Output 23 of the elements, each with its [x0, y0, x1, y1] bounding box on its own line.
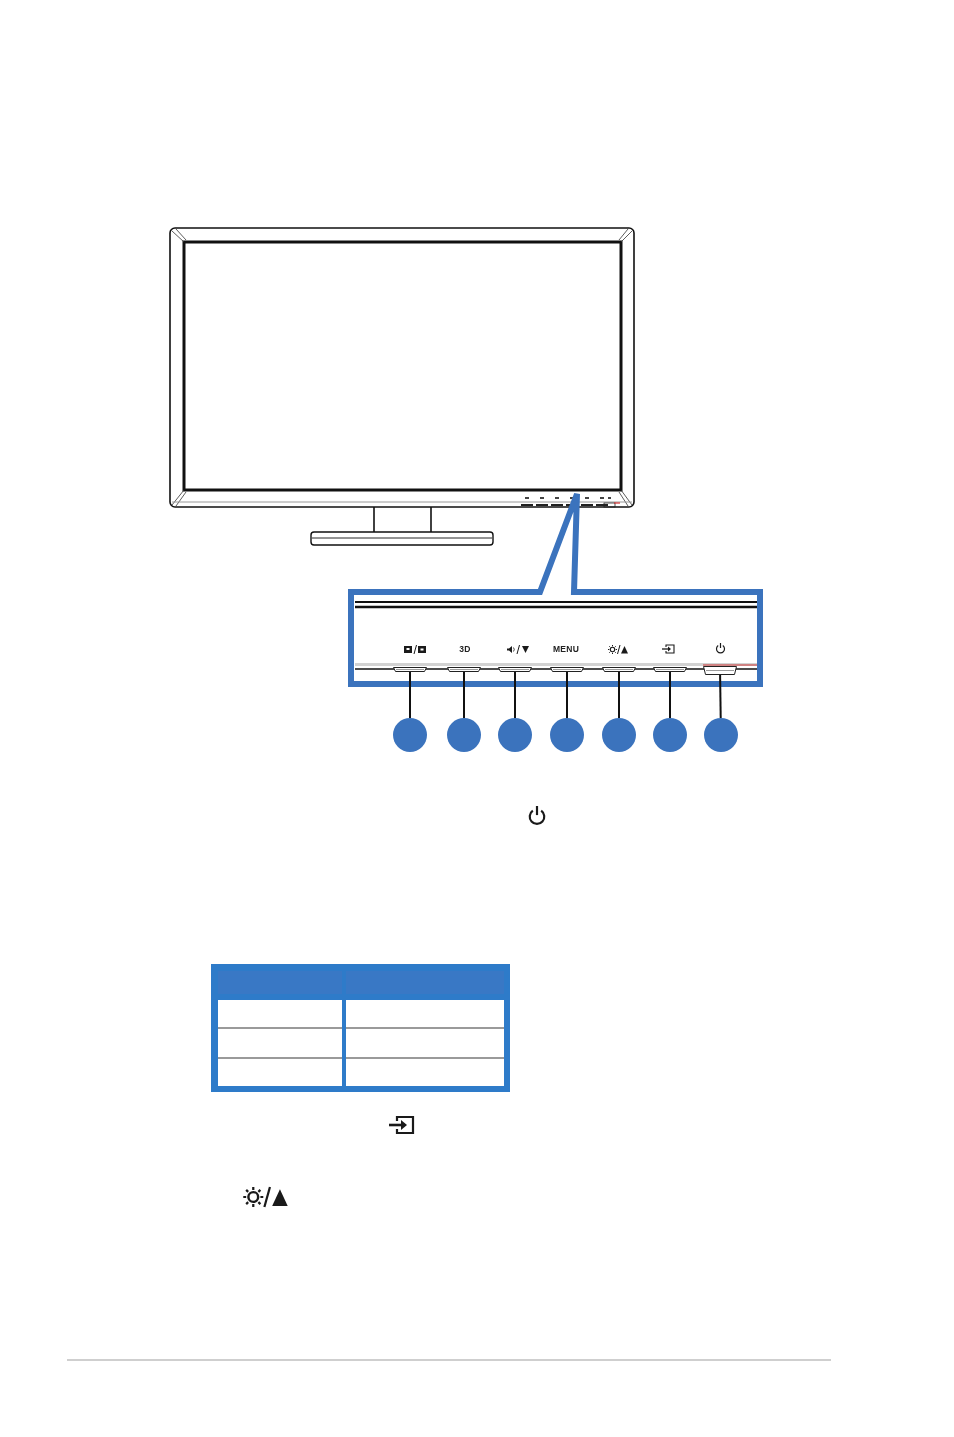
leader-line — [409, 671, 411, 719]
leader-line — [618, 671, 620, 719]
callout-circle — [704, 718, 738, 752]
front-button — [447, 667, 481, 672]
leader-line — [514, 671, 516, 719]
front-button — [393, 667, 427, 672]
front-button — [602, 667, 636, 672]
callout-circle — [550, 718, 584, 752]
front-button — [498, 667, 532, 672]
front-button — [653, 667, 687, 672]
leader-line — [719, 674, 722, 719]
callout-circle — [447, 718, 481, 752]
front-button — [703, 666, 737, 675]
callout-circle — [602, 718, 636, 752]
control-label: MENU — [552, 644, 580, 654]
leader-line — [566, 671, 568, 719]
front-button — [550, 667, 584, 672]
leader-line — [669, 671, 671, 719]
callout-circle — [393, 718, 427, 752]
callout-circle — [653, 718, 687, 752]
callout-circle — [498, 718, 532, 752]
control-label: 3D — [459, 644, 471, 654]
leader-line — [463, 671, 465, 719]
